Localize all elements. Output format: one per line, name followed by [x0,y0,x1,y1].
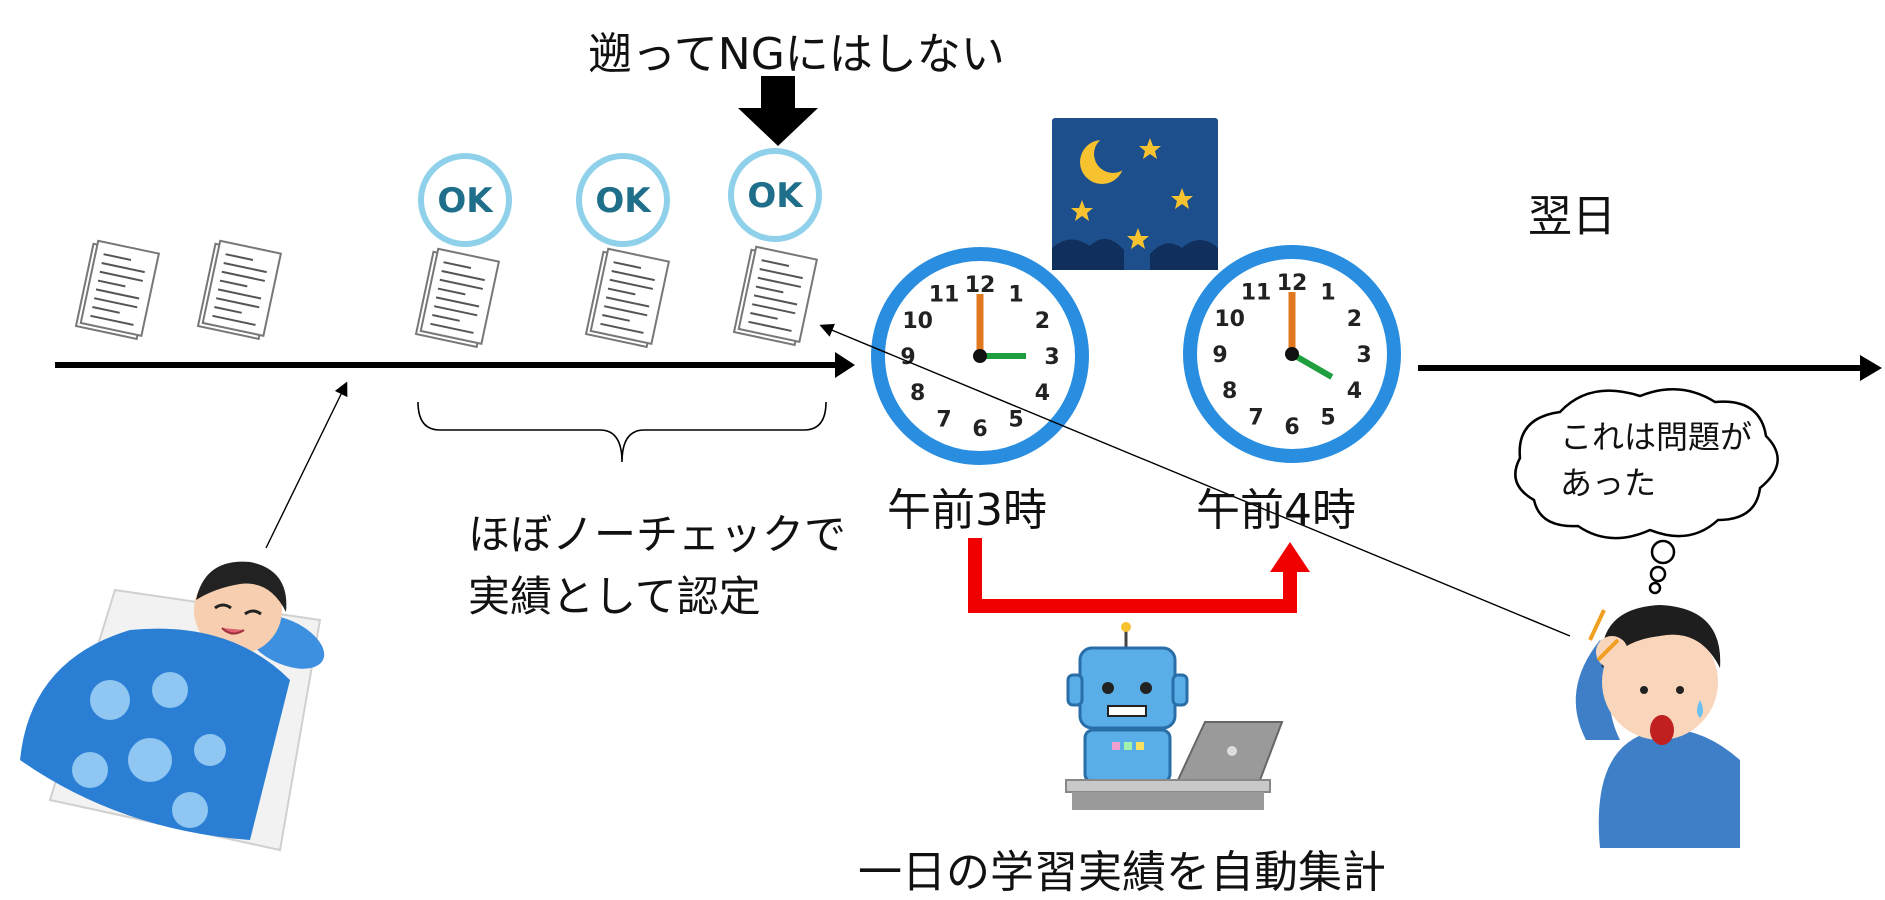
pointer-line-sleep [265,381,348,549]
robot-laptop-icon [1065,622,1284,810]
document-icon [584,247,671,349]
clock-numeral: 3 [1356,343,1371,368]
clock-numeral: 1 [1008,283,1023,308]
ok-stamp-icon: OK [728,148,822,242]
bracket-text-line2: 実績として認定 [468,572,761,621]
clock-numeral: 8 [910,381,925,406]
clock-caption-4am: 午前4時 [1196,485,1356,536]
clock-numeral: 4 [1035,381,1050,406]
sleeping-person-icon [20,561,325,852]
document-icon [414,247,501,349]
worried-person-icon [1575,605,1740,848]
clock-numeral: 10 [902,309,933,334]
document-icon [74,239,161,341]
robot-caption: 一日の学習実績を自動集計 [858,847,1386,898]
clock-numeral: 5 [1008,407,1023,432]
clock-numeral: 6 [1284,415,1299,440]
ok-badge-group: OK OK OK [418,148,822,247]
clock-numeral: 4 [1347,379,1362,404]
clock-numeral: 2 [1347,307,1362,332]
thought-bubble-icon [1514,388,1779,595]
clock-numeral: 11 [1241,281,1272,306]
ok-badge-label: OK [437,181,494,221]
down-arrow-icon [738,76,818,146]
ok-badge-label: OK [595,181,652,221]
timeline-arrow-right [1418,355,1882,381]
bracket [417,401,827,463]
clock-numeral: 7 [936,407,951,432]
red-arrow [968,538,1310,613]
clock-numeral: 12 [965,273,996,298]
clock-numeral: 11 [929,283,960,308]
clock-numeral: 8 [1222,379,1237,404]
clock-numeral: 5 [1320,405,1335,430]
document-icon [732,245,819,347]
clock-numeral: 2 [1035,309,1050,334]
timeline-arrow-left [55,352,855,378]
clock-numeral: 3 [1044,345,1059,370]
bracket-text-line1: ほぼノーチェックで [468,510,847,559]
document-icon [196,239,283,341]
clock-numeral: 9 [1212,343,1227,368]
clock-numeral: 7 [1248,405,1263,430]
night-sky-icon [1052,118,1218,270]
clock-numeral: 9 [900,345,915,370]
ok-badge-label: OK [747,176,804,216]
thought-text-line2: あった [1560,464,1657,502]
clock-numeral: 10 [1214,307,1245,332]
thought-text-line1: これは問題が [1560,418,1753,456]
document-group [74,239,819,349]
next-day-label: 翌日 [1528,191,1616,242]
ok-stamp-icon: OK [576,153,670,247]
top-caption: 遡ってNGにはしない [588,29,1005,80]
hour-hand [1290,351,1334,380]
clock-caption-3am: 午前3時 [887,485,1047,536]
clock-numeral: 6 [972,417,987,442]
clock-numeral: 1 [1320,281,1335,306]
clock-numeral: 12 [1277,271,1308,296]
pointer-line-worried [819,323,1571,637]
ok-stamp-icon: OK [418,153,512,247]
